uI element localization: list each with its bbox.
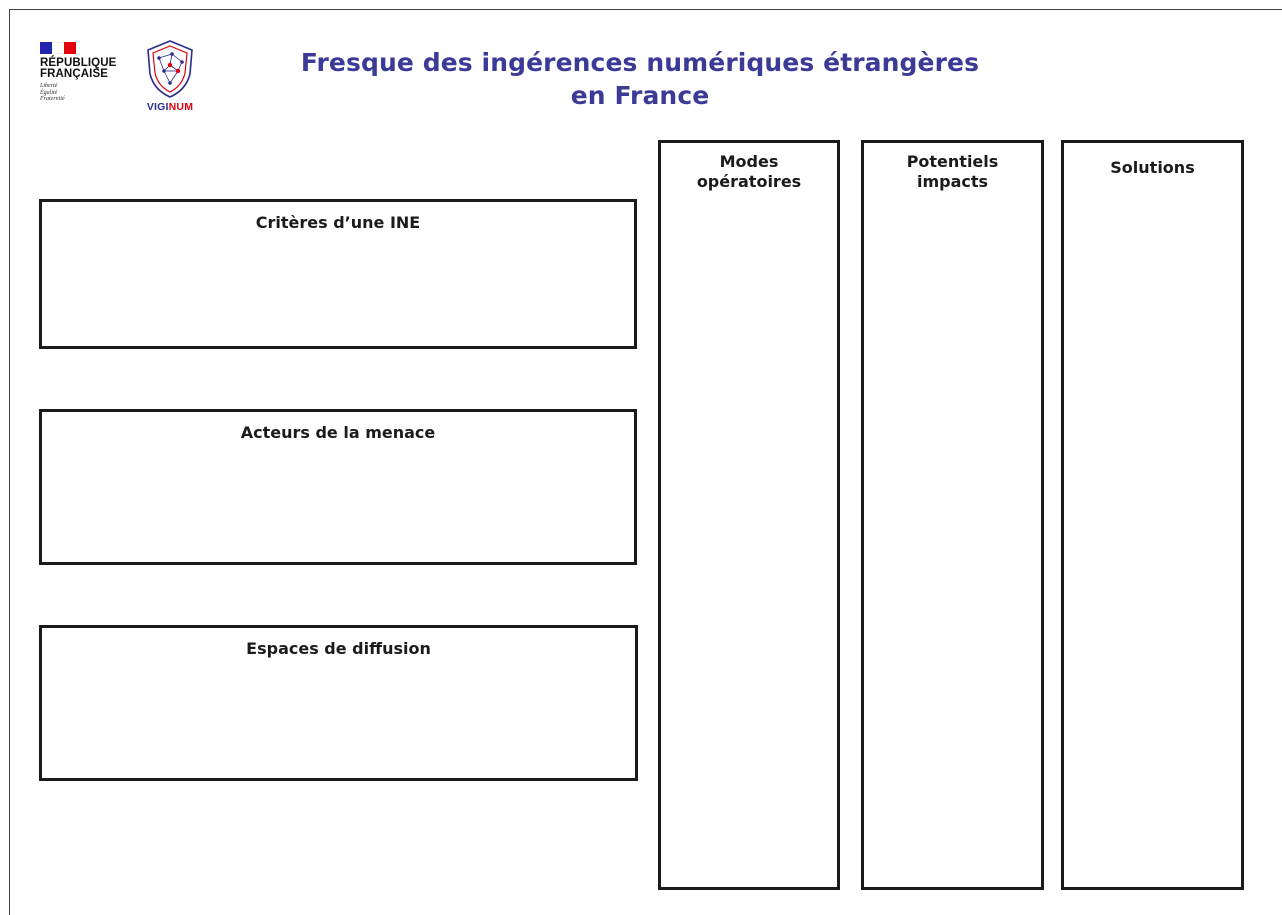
motto-liberte: Liberté (40, 83, 58, 89)
acteurs-menace-label: Acteurs de la menace (240, 423, 436, 442)
modes-operatoires-column: Modes opératoires (658, 140, 840, 890)
espaces-diffusion-box: Espaces de diffusion (39, 625, 638, 781)
criteres-ine-box: Critères d’une INE (39, 199, 637, 349)
viginum-logo: VIGINUM (138, 38, 202, 113)
potentiels-impacts-label-line2: impacts (916, 172, 989, 191)
page-title-line1: Fresque des ingérences numériques étrang… (300, 48, 980, 77)
potentiels-impacts-label: Potentiels impacts (864, 152, 1041, 192)
criteres-ine-label: Critères d’une INE (255, 213, 421, 232)
page-frame (9, 9, 1282, 915)
potentiels-impacts-label-line1: Potentiels (906, 152, 999, 171)
viginum-wordmark-num: NUM (168, 101, 194, 113)
republique-francaise-logo: RÉPUBLIQUE FRANÇAISE Liberté Égalité Fra… (40, 42, 130, 103)
modes-operatoires-label-line2: opératoires (696, 172, 802, 191)
page-title-line2: en France (570, 81, 710, 110)
viginum-wordmark-vigi: VIGI (146, 101, 169, 113)
motto-fraternite: Fraternité (40, 96, 65, 102)
acteurs-menace-box: Acteurs de la menace (39, 409, 637, 565)
french-flag-icon (40, 42, 76, 54)
modes-operatoires-label: Modes opératoires (661, 152, 837, 192)
viginum-wordmark: VIGINUM (138, 101, 202, 113)
potentiels-impacts-column: Potentiels impacts (861, 140, 1044, 890)
modes-operatoires-label-line1: Modes (719, 152, 779, 171)
solutions-label: Solutions (1110, 158, 1195, 177)
espaces-diffusion-label: Espaces de diffusion (246, 639, 431, 658)
page-title: Fresque des ingérences numériques étrang… (270, 46, 1010, 112)
republique-motto: Liberté Égalité Fraternité (40, 83, 130, 103)
republique-name: RÉPUBLIQUE FRANÇAISE (40, 57, 130, 80)
shield-network-icon (147, 40, 193, 98)
republique-name-line1: RÉPUBLIQUE (40, 57, 117, 69)
republique-name-line2: FRANÇAISE (40, 68, 108, 80)
motto-egalite: Égalité (40, 89, 58, 96)
solutions-column: Solutions (1061, 140, 1244, 890)
